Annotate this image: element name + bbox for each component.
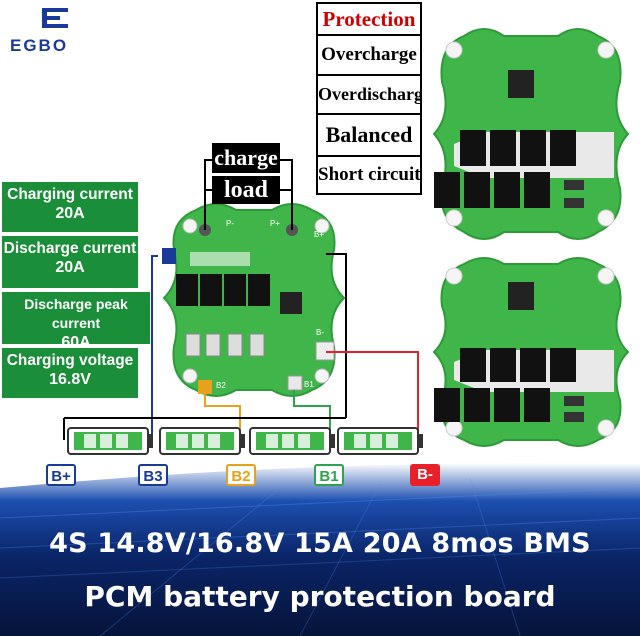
spec-value: 20A: [55, 259, 85, 276]
spec-discharge-peak-current: Discharge peak current 60A: [2, 292, 150, 351]
spec-label: Discharge current: [3, 240, 137, 257]
egbo-logo-icon: [42, 8, 68, 28]
spec-label: Charging voltage: [6, 352, 134, 369]
terminal-b2: B2: [226, 464, 256, 486]
charge-tag: charge: [212, 143, 280, 173]
battery-cell: [159, 427, 245, 455]
pcb-photo-top: [432, 28, 630, 240]
brand-logo-text: EGBO: [10, 36, 69, 55]
protection-table: Protection Overcharge Overdischarge Bala…: [316, 2, 422, 195]
spec-value: 20A: [55, 205, 85, 222]
banner-title-line1: 4S 14.8V/16.8V 15A 20A 8mos BMS: [49, 528, 591, 559]
terminal-b1: B1: [314, 464, 344, 486]
spec-value: 16.8V: [49, 371, 91, 388]
spec-label: Charging current: [7, 186, 133, 203]
wiring-diagram: [63, 159, 423, 455]
board-label-b-plus: B+: [314, 230, 325, 239]
spec-value: 60A: [61, 334, 91, 351]
load-tag: load: [212, 176, 280, 204]
terminal-b-minus: B-: [410, 464, 440, 486]
protection-item: Balanced: [318, 115, 420, 157]
protection-item: Short circuit: [318, 164, 420, 185]
board-label-b2: B2: [216, 381, 226, 390]
board-label-p-plus: P+: [270, 219, 281, 228]
spec-label: Discharge peak current: [24, 296, 128, 331]
protection-title: Protection: [318, 4, 420, 36]
spec-charging-voltage: Charging voltage 16.8V: [2, 348, 138, 398]
battery-cell: [337, 427, 423, 455]
terminal-b3: B3: [138, 464, 168, 486]
spec-discharge-current: Discharge current 20A: [2, 236, 138, 288]
terminal-b-plus: B+: [46, 464, 76, 486]
spec-charging-current: Charging current 20A: [2, 182, 138, 232]
banner-title-line2: PCM battery protection board: [84, 580, 556, 613]
board-label-b1: B1: [304, 380, 314, 389]
board-label-b-minus: B-: [316, 328, 324, 337]
battery-cell: [249, 427, 335, 455]
battery-cell: [67, 427, 153, 455]
protection-item: Overdischarge: [318, 76, 420, 115]
pcb-photo-bottom: [432, 257, 630, 447]
banner-background: [0, 463, 640, 636]
board-label-b3: B3: [162, 266, 172, 275]
protection-item: Overcharge: [318, 36, 420, 76]
board-label-p-minus: P-: [226, 219, 234, 228]
